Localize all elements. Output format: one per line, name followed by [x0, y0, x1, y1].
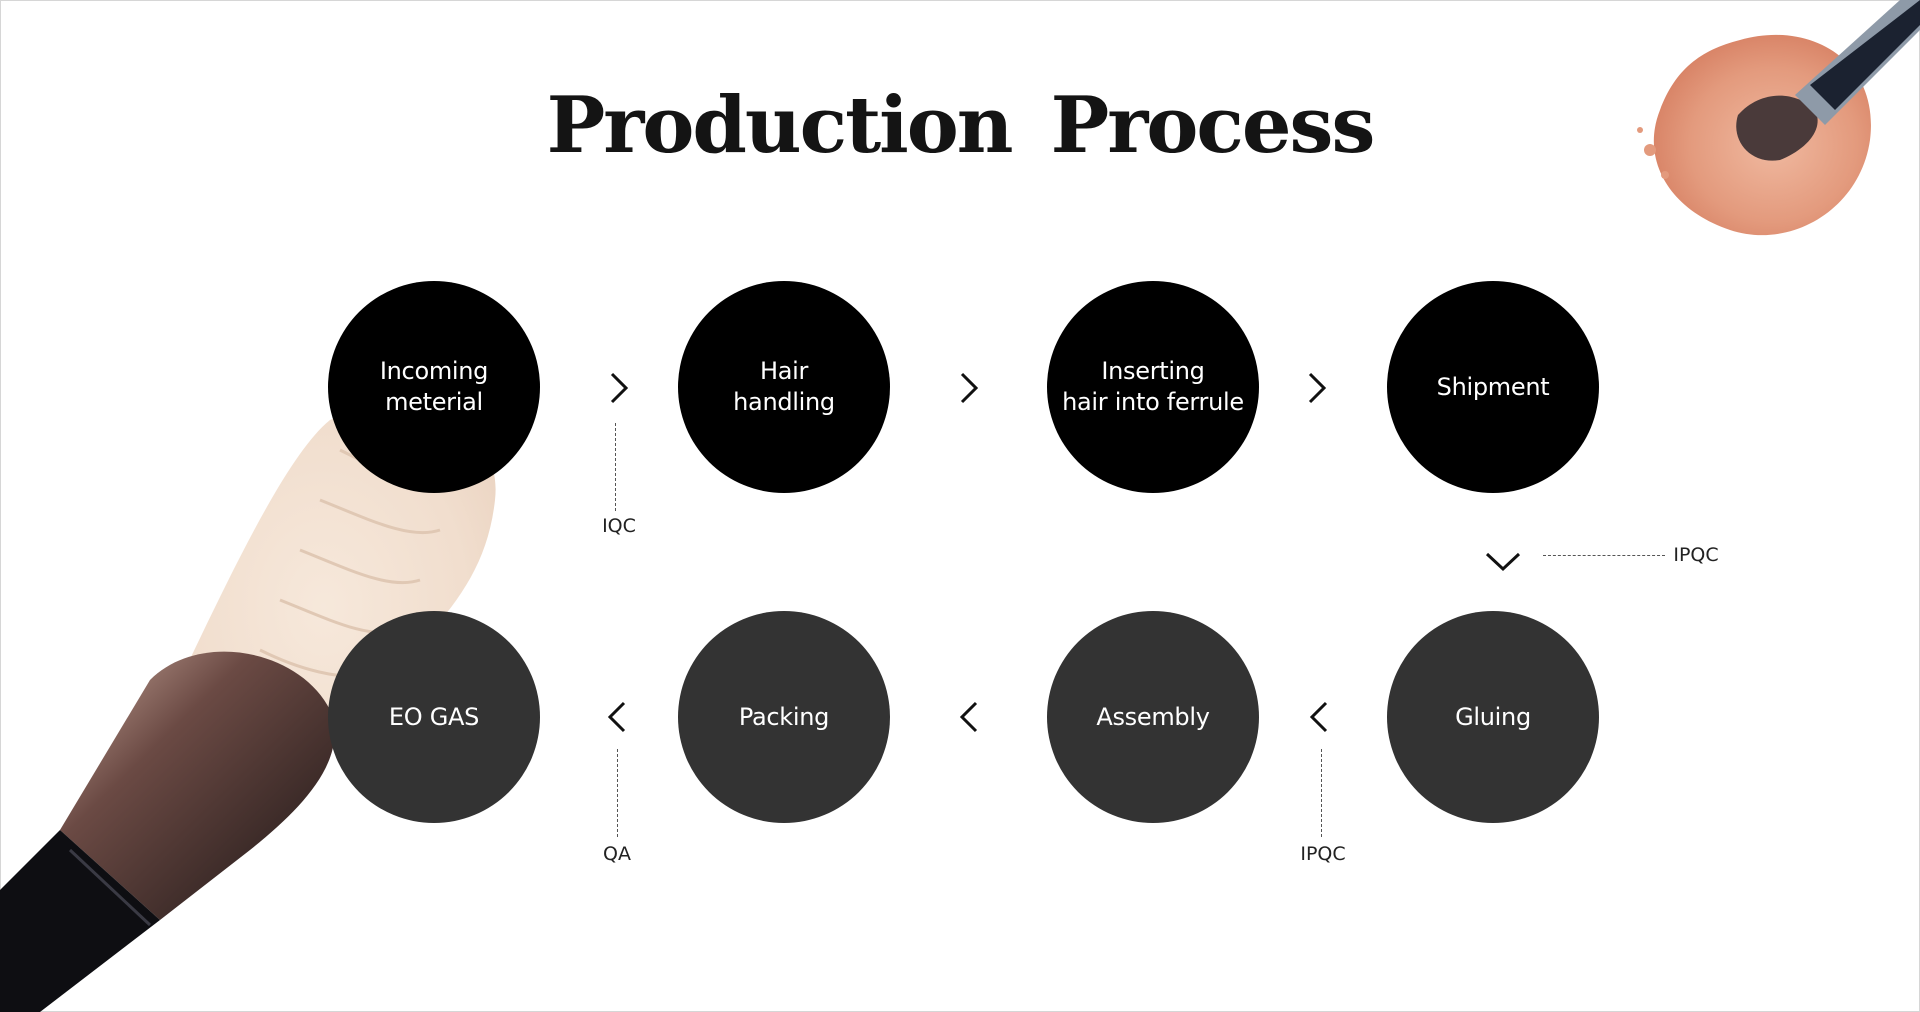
qa-connector — [617, 749, 618, 837]
step-hair-handling: Hair handling — [678, 281, 890, 493]
ipqc-connector-horizontal — [1543, 555, 1665, 556]
step-shipment: Shipment — [1387, 281, 1599, 493]
chevron-left-icon — [598, 697, 638, 737]
chevron-right-icon — [950, 368, 990, 408]
powder-brush-illustration — [1637, 0, 1920, 236]
checkpoint-iqc: IQC — [602, 515, 636, 537]
checkpoint-ipqc-gluing: IPQC — [1300, 843, 1346, 865]
step-assembly: Assembly — [1047, 611, 1259, 823]
chevron-right-icon — [600, 368, 640, 408]
chevron-right-icon — [1298, 368, 1338, 408]
chevron-down-icon — [1483, 543, 1523, 583]
step-packing: Packing — [678, 611, 890, 823]
foundation-brush-illustration — [0, 406, 496, 1012]
step-gluing: Gluing — [1387, 611, 1599, 823]
chevron-left-icon — [950, 697, 990, 737]
step-inserting-hair-into-ferrule: Inserting hair into ferrule — [1047, 281, 1259, 493]
chevron-left-icon — [1300, 697, 1340, 737]
step-incoming-material: Incoming meterial — [328, 281, 540, 493]
checkpoint-qa: QA — [603, 843, 631, 865]
step-eo-gas: EO GAS — [328, 611, 540, 823]
checkpoint-ipqc-shipment: IPQC — [1673, 544, 1719, 566]
page-title: Production Process — [546, 80, 1376, 171]
iqc-connector — [615, 423, 616, 511]
ipqc-connector — [1321, 749, 1322, 837]
